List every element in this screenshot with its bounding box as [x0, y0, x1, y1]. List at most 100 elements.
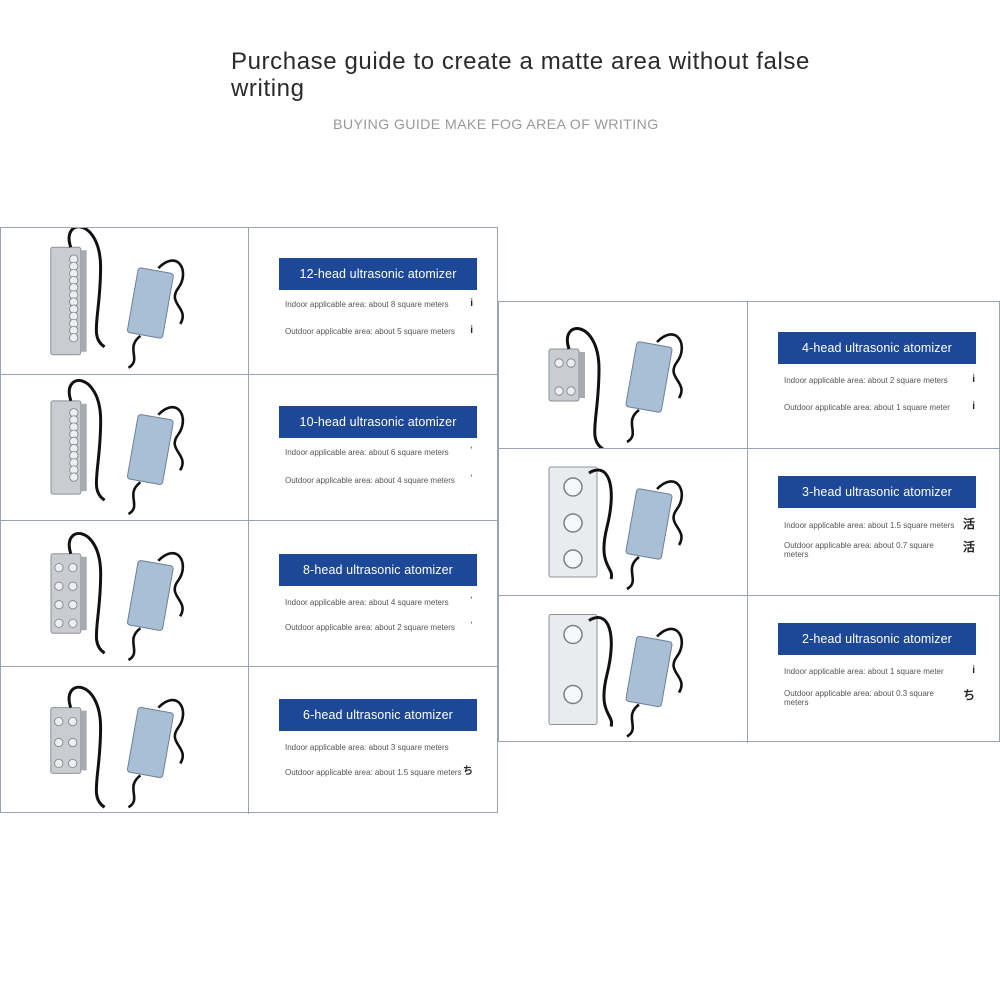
product-row-3-head: 3-head ultrasonic atomizer Indoor applic…: [499, 449, 999, 596]
indoor-mark: i: [470, 298, 473, 309]
outdoor-mark: ˈ: [469, 474, 473, 485]
atomizer-head: [68, 758, 78, 768]
indoor-mark: i: [972, 374, 975, 385]
atomizer-head: [69, 472, 79, 482]
product-info-cell: 2-head ultrasonic atomizer Indoor applic…: [748, 596, 999, 743]
atomizer-head: [554, 358, 564, 368]
power-supply: [127, 259, 185, 369]
atomizer-head: [54, 563, 64, 573]
indoor-area-spec: Indoor applicable area: about 2 square m…: [784, 376, 948, 385]
product-info-cell: 12-head ultrasonic atomizer Indoor appli…: [249, 228, 497, 374]
indoor-area-spec: Indoor applicable area: about 4 square m…: [285, 598, 449, 607]
product-title-banner: 2-head ultrasonic atomizer: [778, 623, 976, 655]
product-photo: [50, 685, 185, 809]
indoor-mark: i: [972, 665, 975, 676]
atomizer-head: [54, 618, 64, 628]
product-title-banner: 3-head ultrasonic atomizer: [778, 476, 976, 508]
outdoor-mark: i: [972, 401, 975, 412]
power-supply-cable: [157, 552, 185, 618]
outdoor-mark: ち: [463, 766, 473, 777]
indoor-area-spec: Indoor applicable area: about 1 square m…: [784, 667, 944, 676]
outdoor-mark: ち: [962, 688, 975, 702]
indoor-mark: ˈ: [469, 596, 473, 607]
indoor-area-spec: Indoor applicable area: about 3 square m…: [285, 743, 449, 752]
atomizer-device: [50, 532, 106, 655]
atomizer-head: [54, 737, 64, 748]
product-image-cell: [499, 302, 748, 448]
product-image-cell: [1, 667, 249, 814]
outdoor-area-spec: Outdoor applicable area: about 4 square …: [285, 476, 455, 485]
power-supply-body: [625, 635, 673, 708]
atomizer-body: [548, 614, 598, 725]
atomizer-device: [548, 466, 614, 580]
power-cable: [67, 379, 106, 502]
power-cable: [67, 228, 106, 349]
product-photo: [548, 614, 683, 738]
product-row-2-head: 2-head ultrasonic atomizer Indoor applic…: [499, 596, 999, 743]
product-image-cell: [1, 521, 249, 666]
product-title-banner: 6-head ultrasonic atomizer: [279, 699, 477, 731]
atomizer-head: [69, 333, 79, 343]
power-supply-cable: [157, 698, 185, 765]
power-supply-cable: [157, 259, 185, 325]
atomizer-side: [80, 250, 87, 352]
atomizer-head: [563, 477, 583, 497]
atomizer-head: [566, 386, 576, 396]
atomizer-head: [54, 758, 64, 768]
power-cable: [588, 468, 614, 580]
page-subtitle: BUYING GUIDE MAKE FOG AREA OF WRITING: [333, 116, 659, 132]
power-supply-body: [127, 560, 174, 631]
atomizer-head: [54, 716, 64, 727]
power-cable: [67, 532, 106, 655]
indoor-mark: ˈ: [469, 446, 473, 457]
outdoor-mark: 活: [962, 540, 975, 554]
atomizer-device: [50, 228, 106, 356]
output-cable: [626, 703, 640, 738]
atomizer-head: [563, 684, 583, 705]
power-supply-cable: [656, 480, 683, 546]
product-photo: [548, 327, 683, 448]
atomizer-head: [68, 581, 78, 591]
power-supply: [127, 406, 185, 516]
product-image-cell: [1, 375, 249, 520]
atomizer-head: [54, 600, 64, 610]
power-supply-body: [625, 488, 673, 560]
product-row-10-head: 10-head ultrasonic atomizer Indoor appli…: [1, 375, 497, 521]
power-cable: [67, 685, 106, 809]
indoor-area-spec: Indoor applicable area: about 1.5 square…: [784, 521, 955, 530]
product-photo: [548, 466, 683, 591]
outdoor-area-spec: Outdoor applicable area: about 0.7 squar…: [784, 541, 934, 559]
left-product-table: 12-head ultrasonic atomizer Indoor appli…: [0, 227, 498, 814]
output-cable: [626, 555, 640, 591]
atomizer-side: [80, 556, 87, 631]
atomizer-device: [50, 379, 106, 502]
outdoor-area-spec: Outdoor applicable area: about 2 square …: [285, 623, 455, 632]
power-supply-cable: [656, 627, 683, 694]
power-supply-body: [127, 267, 174, 339]
power-supply-cable: [656, 333, 683, 399]
product-row-12-head: 12-head ultrasonic atomizer Indoor appli…: [1, 228, 497, 375]
product-info-cell: 3-head ultrasonic atomizer Indoor applic…: [748, 449, 999, 595]
indoor-area-spec: Indoor applicable area: about 6 square m…: [285, 448, 449, 457]
outdoor-area-spec: Outdoor applicable area: about 0.3 squar…: [784, 689, 934, 707]
product-image-cell: [1, 228, 249, 374]
atomizer-head: [54, 581, 64, 591]
output-cable: [127, 627, 142, 662]
atomizer-side: [579, 352, 585, 398]
power-supply-body: [127, 706, 174, 778]
atomizer-head: [68, 563, 78, 573]
atomizer-device: [50, 685, 106, 809]
power-supply-cable: [157, 406, 185, 472]
power-supply: [625, 333, 683, 444]
product-image-cell: [499, 449, 748, 595]
product-info-cell: 8-head ultrasonic atomizer Indoor applic…: [249, 521, 497, 666]
power-supply-body: [127, 414, 174, 485]
product-info-cell: 10-head ultrasonic atomizer Indoor appli…: [249, 375, 497, 520]
product-title-banner: 8-head ultrasonic atomizer: [279, 554, 477, 586]
product-image-cell: [499, 596, 748, 743]
outdoor-mark: i: [470, 325, 473, 336]
power-supply: [625, 480, 683, 591]
product-row-4-head: 4-head ultrasonic atomizer Indoor applic…: [499, 302, 999, 449]
output-cable: [127, 481, 142, 516]
atomizer-head: [563, 549, 583, 569]
